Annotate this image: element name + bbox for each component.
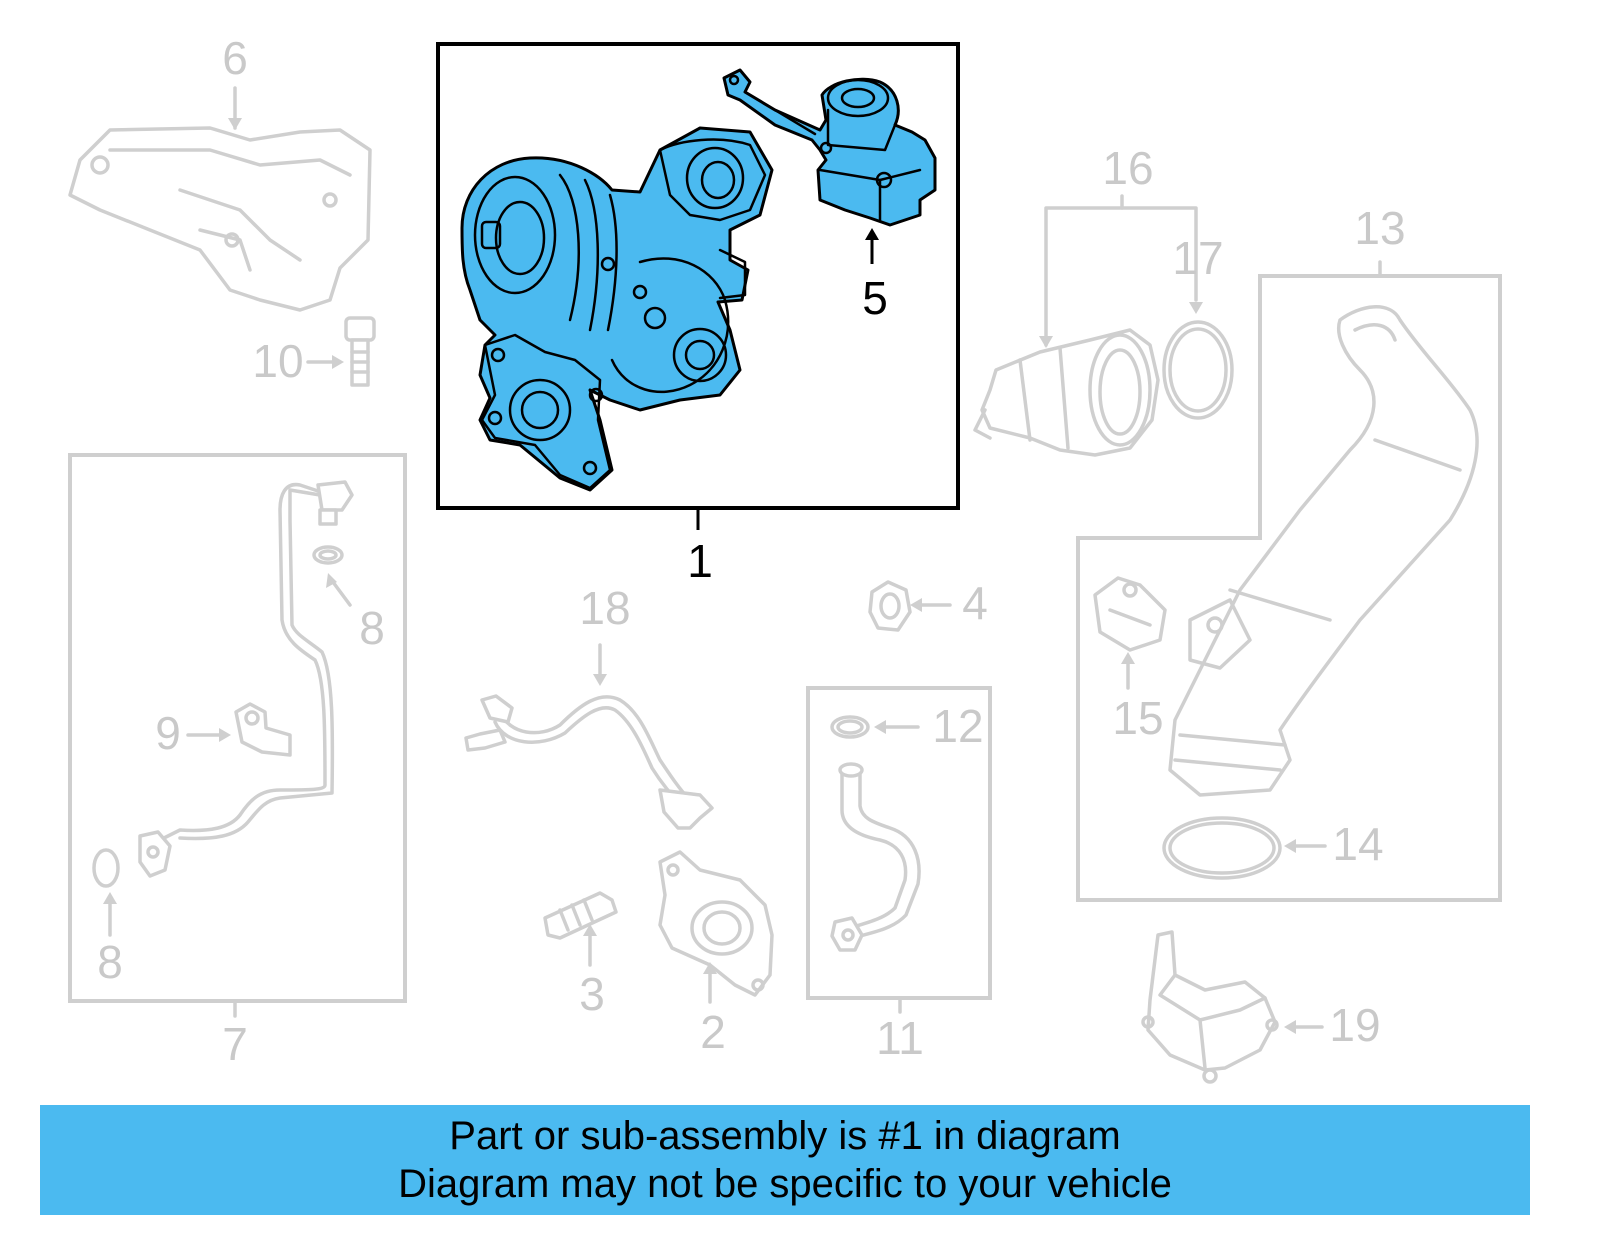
- callout-3: 3: [579, 968, 605, 1020]
- callout-5: 5: [862, 272, 888, 324]
- box-13: [1076, 274, 1502, 902]
- part-15-sensor[interactable]: [1093, 576, 1167, 652]
- part-3-stud[interactable]: [543, 891, 618, 940]
- callout-7: 7: [222, 1018, 248, 1070]
- callout-8b: 8: [97, 936, 123, 988]
- arrow-4: [910, 598, 922, 612]
- callout-8a: 8: [359, 602, 385, 654]
- callout-2: 2: [700, 1006, 726, 1058]
- callout-13: 13: [1354, 202, 1405, 254]
- callout-11: 11: [876, 1012, 924, 1064]
- arrow-12: [874, 720, 886, 734]
- callout-10: 10: [252, 335, 303, 387]
- arrow-17: [1189, 302, 1203, 314]
- callout-17: 17: [1172, 232, 1223, 284]
- arrow-10: [332, 355, 344, 369]
- part-16-pipe[interactable]: [973, 328, 1160, 457]
- callout-12: 12: [932, 700, 983, 752]
- part-8-washer-a[interactable]: [312, 545, 344, 565]
- arrow-5: [865, 228, 879, 240]
- part-4-nut[interactable]: [868, 580, 912, 632]
- callout-4: 4: [962, 577, 988, 629]
- arrow-2: [703, 962, 717, 974]
- arrow-15: [1121, 652, 1135, 664]
- callout-18: 18: [579, 582, 630, 634]
- arrow-19: [1284, 1020, 1296, 1034]
- callout-19: 19: [1329, 999, 1380, 1051]
- part-8-washer-b[interactable]: [92, 848, 120, 888]
- arrow-8a: [326, 573, 337, 588]
- callout-6: 6: [222, 32, 248, 84]
- part-14-seal[interactable]: [1162, 816, 1282, 880]
- part-19-bracket[interactable]: [1141, 930, 1279, 1084]
- part-1-turbocharger[interactable]: [460, 126, 774, 492]
- part-11-oil-return-line[interactable]: [830, 762, 921, 952]
- callout-14: 14: [1332, 818, 1383, 870]
- part-17-seal[interactable]: [1162, 320, 1234, 420]
- part-18-coolant-line[interactable]: [464, 694, 714, 830]
- part-12-seal[interactable]: [830, 715, 870, 739]
- callout-1: 1: [687, 535, 713, 587]
- arrow-3: [583, 924, 597, 936]
- arrow-18: [593, 674, 607, 686]
- arrow-14: [1284, 839, 1296, 853]
- arrow-16: [1039, 336, 1053, 348]
- part-10-bolt[interactable]: [344, 316, 376, 387]
- part-6-heat-shield[interactable]: [68, 126, 372, 312]
- part-9-fitting[interactable]: [234, 702, 292, 757]
- callout-9: 9: [155, 707, 181, 759]
- arrow-6: [228, 118, 242, 130]
- callout-16: 16: [1102, 142, 1153, 194]
- banner-line-1: Part or sub-assembly is #1 in diagram: [449, 1114, 1121, 1158]
- arrow-9: [219, 728, 231, 742]
- part-2-gasket[interactable]: [658, 850, 774, 997]
- box-7: [68, 453, 407, 1003]
- callout-15: 15: [1112, 692, 1163, 744]
- info-banner: Part or sub-assembly is #1 in diagram Di…: [40, 1105, 1530, 1215]
- part-5-actuator[interactable]: [722, 68, 937, 227]
- arrow-8b: [103, 892, 117, 904]
- part-7-oil-feed-line[interactable]: [138, 480, 354, 878]
- part-13-intake-pipe[interactable]: [1168, 305, 1479, 797]
- banner-line-2: Diagram may not be specific to your vehi…: [398, 1162, 1172, 1206]
